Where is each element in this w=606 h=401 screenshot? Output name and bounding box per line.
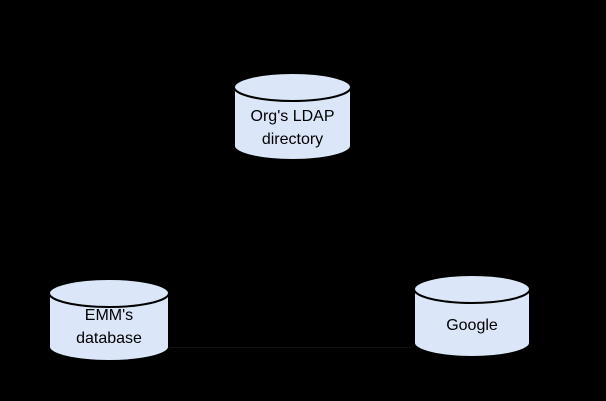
database-cylinder-icon [413, 274, 531, 358]
database-cylinder-emms-database: EMM's database [48, 278, 170, 362]
database-cylinder-icon [48, 278, 170, 362]
database-cylinder-orgs-ldap-directory: Org's LDAP directory [233, 72, 352, 161]
database-cylinder-google: Google [413, 274, 531, 358]
emm-to-google-connector-line [170, 347, 413, 348]
database-cylinder-icon [233, 72, 352, 161]
